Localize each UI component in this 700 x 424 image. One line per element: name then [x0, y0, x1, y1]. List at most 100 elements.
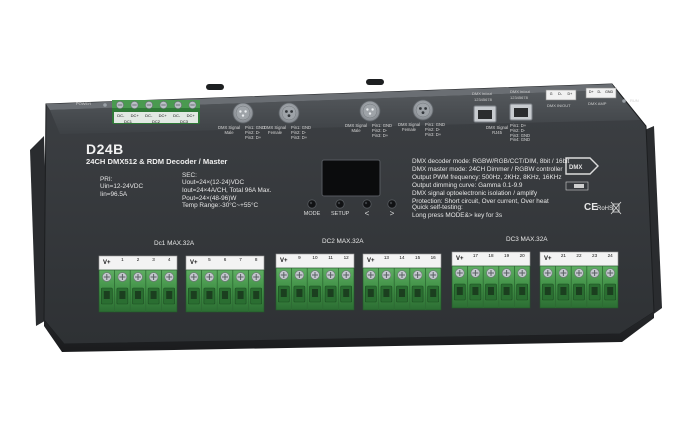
rj45-pin-line: Pin2: D- — [510, 127, 526, 133]
top-knob-right — [366, 79, 384, 85]
terminal-block — [275, 253, 355, 311]
terminal-vplus-label: V+ — [367, 258, 375, 264]
control-button-label: MODE — [303, 211, 321, 217]
spec-line: Protection: Short circuit, Over current,… — [412, 198, 549, 205]
control-button[interactable] — [387, 199, 397, 209]
xlr-pin-line: Pin2: D- — [291, 129, 307, 135]
rj45-label-line: RJ45 — [492, 129, 502, 135]
terminal-pin-label: D+ — [567, 92, 573, 96]
terminal-channel-cell: 10 — [307, 255, 323, 267]
self-test-note: Quick self-testing:Long press MODE&> key… — [412, 204, 502, 220]
terminal-channel-cell: 5 — [202, 257, 218, 269]
terminal-pin-label: G — [549, 92, 553, 96]
top-knob-left — [206, 84, 224, 90]
xlr-label-line: Male — [351, 127, 361, 133]
power-label: POWER — [76, 101, 92, 106]
control-button[interactable] — [307, 199, 317, 209]
xlr-pin-line: Pin3: D+ — [372, 132, 389, 138]
control-button[interactable] — [362, 199, 372, 209]
terminal-channel-cell: 21 — [556, 253, 572, 265]
terminal-channel-cell: 20 — [514, 253, 530, 265]
terminal-channel-cell: 23 — [587, 253, 603, 265]
terminal-vplus-label: V+ — [456, 256, 464, 262]
terminal-channel-cell: 13 — [379, 255, 395, 267]
terminal-channel-number: 20 — [519, 253, 525, 258]
terminal-pin-label: GND — [605, 90, 614, 94]
xlr-label-line: Male — [224, 129, 234, 135]
control-button[interactable] — [335, 199, 345, 209]
product-subtitle: 24CH DMX512 & RDM Decoder / Master — [86, 157, 228, 166]
pri-heading: PRI: — [100, 176, 113, 183]
output-group-label: DC3 MAX.32A — [506, 236, 548, 243]
output-terminals — [98, 251, 619, 313]
terminal-channel-cell: 17 — [468, 253, 484, 265]
terminal-channel-cell: 22 — [571, 253, 587, 265]
spec-line: DMX decoder mode: RGBW/RGB/CCT/DIM, 8bit… — [412, 158, 570, 165]
input-terminal-block — [112, 100, 200, 124]
input-polarity-label: DC- — [173, 113, 181, 118]
terminal-channel-number: 4 — [167, 257, 171, 262]
rj45-pin-numbers-out: 12345678 — [510, 95, 528, 100]
terminal-pin-label: D+ — [588, 90, 594, 94]
terminal-channel-cell: 2 — [130, 257, 146, 269]
terminal-channel-number: 19 — [504, 253, 510, 258]
terminal-block — [362, 253, 442, 311]
run-label: RUN — [630, 98, 639, 103]
dmx-amp-label: DMX AMP — [588, 101, 607, 106]
terminal-channel-number: 14 — [399, 255, 405, 260]
terminal-channel-number: 12 — [343, 255, 349, 260]
terminal-channel-cell: 9 — [292, 255, 308, 267]
input-polarity-labels: DC-DC+DC-DC+DC-DC+ — [114, 113, 198, 118]
dmx-logo-icon: DMX — [565, 157, 599, 175]
spec-line: DMX signal optoelectronic isolation / am… — [412, 190, 538, 197]
input-polarity-label: DC+ — [158, 113, 167, 118]
terminal-pin-label: D- — [558, 92, 562, 96]
terminal-channel-number: 21 — [560, 253, 566, 258]
output-group-label: DC2 MAX.32A — [322, 238, 364, 245]
dmx-signal-terminals — [545, 87, 617, 101]
terminal-vplus-label: V+ — [103, 260, 111, 266]
input-polarity-label: DC+ — [130, 113, 139, 118]
terminal-channel-number: 3 — [152, 257, 155, 262]
self-test-line: Long press MODE&> key for 3s — [412, 212, 503, 219]
sec-heading: SEC: — [182, 172, 197, 179]
terminal-channel-number: 13 — [383, 255, 389, 260]
xlr-pin-line: Pin2: D- — [425, 126, 441, 132]
terminal-channel-cell: 16 — [425, 255, 441, 267]
input-polarity-label: DC- — [145, 113, 153, 118]
housing-bottom-lip — [44, 312, 654, 352]
spec-line: Output dimming curve: Gamma 0.1-9.9 — [412, 182, 523, 189]
dmx-terminal-a-pins: G D- D+ — [547, 92, 575, 96]
control-button-label: SETUP — [331, 211, 350, 217]
terminal-block — [98, 255, 178, 313]
terminal-channel-cell: 8 — [248, 257, 264, 269]
terminal-channel-cell: 11 — [323, 255, 339, 267]
xlr-pin-line: Pin2: D- — [372, 127, 388, 133]
terminal-channel-number: 23 — [592, 253, 598, 258]
xlr-label-line: DMX Signal — [217, 125, 241, 130]
input-polarity-label: DC+ — [186, 113, 195, 118]
xlr-label-line: Female — [402, 126, 416, 132]
power-led — [103, 103, 107, 107]
terminal-pin-label: D- — [597, 90, 602, 94]
pri-line: Uin=12-24VDC — [100, 183, 144, 191]
xlr-pin-line: Pin1: GND — [245, 125, 266, 130]
weee-bin-icon — [610, 201, 622, 215]
rj45-pin-numbers-in: 12345678 — [474, 97, 492, 102]
terminal-channel-cell: 3 — [146, 257, 162, 269]
terminal-channel-number: 17 — [472, 253, 478, 258]
